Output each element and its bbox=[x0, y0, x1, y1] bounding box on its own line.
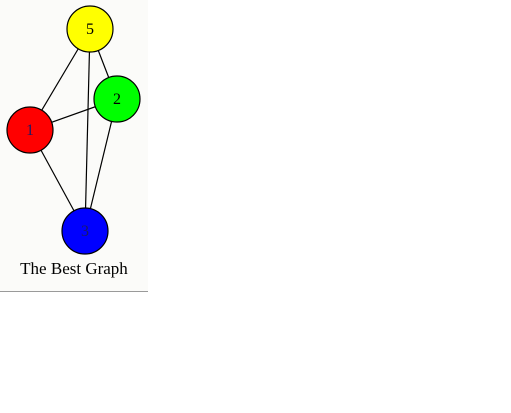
node-5: 5 bbox=[66, 5, 114, 53]
node-2: 2 bbox=[93, 75, 141, 123]
node-3-circle bbox=[61, 207, 109, 255]
node-1-label: 1 bbox=[26, 122, 34, 139]
node-2-circle bbox=[93, 75, 141, 123]
nodes-layer: 5 2 1 3 bbox=[6, 5, 141, 255]
node-1-circle bbox=[6, 106, 54, 154]
node-2-label: 2 bbox=[113, 91, 121, 108]
graph-diagram: 5 2 1 3 bbox=[6, 5, 141, 255]
node-1: 1 bbox=[6, 106, 54, 154]
node-5-circle bbox=[66, 5, 114, 53]
node-5-label: 5 bbox=[86, 21, 94, 38]
edge-5-3 bbox=[84, 28, 91, 232]
node-3: 3 bbox=[61, 207, 109, 255]
node-3-label: 3 bbox=[81, 223, 89, 240]
graph-caption: The Best Graph bbox=[20, 259, 128, 278]
